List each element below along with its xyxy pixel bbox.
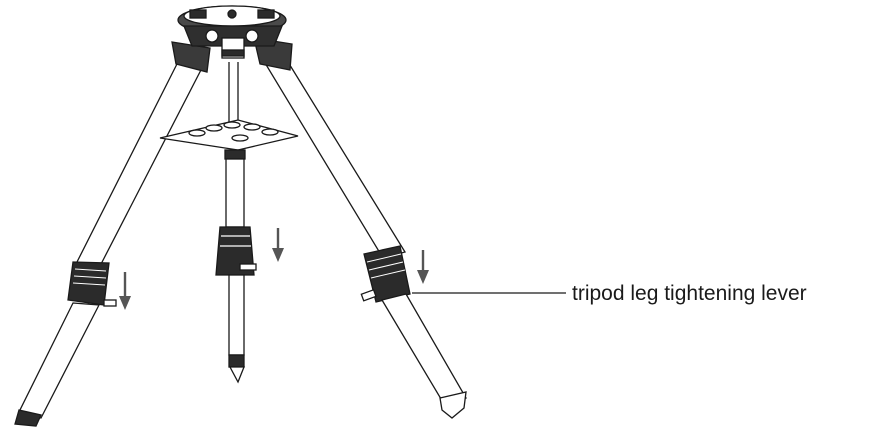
callout-leg-lever: tripod leg tightening lever [412, 282, 807, 305]
arrow-center-leg [272, 228, 284, 262]
tripod-head [177, 5, 287, 59]
downward-arrows [119, 228, 429, 310]
right-leg [253, 37, 467, 419]
arrow-right-leg [417, 250, 429, 284]
callout-label: tripod leg tightening lever [572, 282, 807, 305]
center-leg [159, 62, 299, 384]
left-leg [14, 41, 211, 427]
arrow-left-leg [119, 272, 131, 310]
